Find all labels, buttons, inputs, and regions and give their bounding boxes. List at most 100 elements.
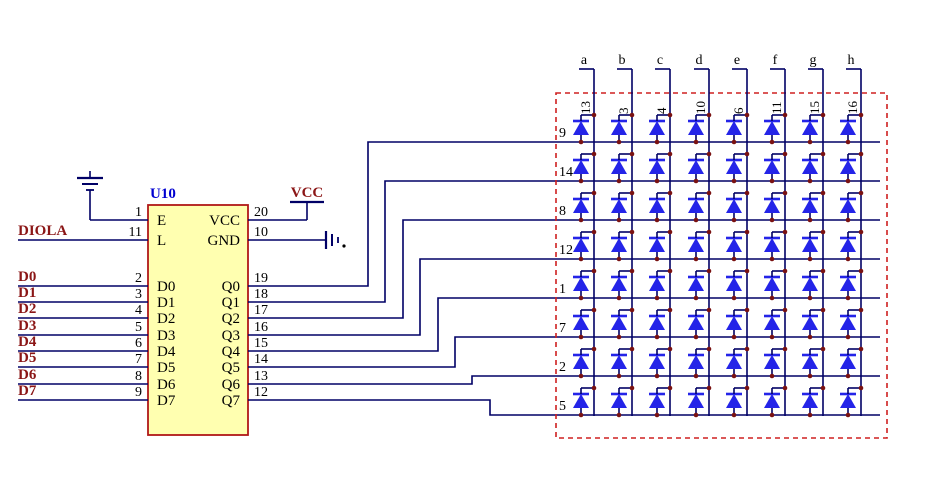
row-pin-number: 1	[559, 282, 566, 297]
led-r8-c6	[764, 394, 780, 408]
pin-number: 17	[254, 303, 268, 318]
led-r1-c2	[611, 121, 627, 135]
led-r3-c8	[840, 199, 856, 213]
junction-dot	[693, 373, 699, 379]
junction-dot	[706, 229, 712, 235]
col-label: b	[619, 53, 626, 68]
led-r8-c4	[688, 394, 704, 408]
junction-dot	[591, 151, 597, 157]
junction-dot	[731, 412, 737, 418]
led-r8-c7	[802, 394, 818, 408]
ic-pin-name: D3	[157, 328, 175, 344]
ic-pin-name: D6	[157, 377, 176, 393]
junction-dot	[693, 139, 699, 145]
col-label: g	[810, 53, 817, 68]
junction-dot	[667, 151, 673, 157]
junction-dot	[769, 139, 775, 145]
led-r5-c3	[649, 277, 665, 291]
junction-dot	[578, 217, 584, 223]
pin-number: 19	[254, 271, 268, 286]
junction-dot	[858, 268, 864, 274]
led-r3-c1	[573, 199, 589, 213]
led-r6-c1	[573, 316, 589, 330]
junction-dot	[578, 373, 584, 379]
led-r5-c4	[688, 277, 704, 291]
junction-dot	[654, 178, 660, 184]
led-r5-c2	[611, 277, 627, 291]
junction-dot	[654, 412, 660, 418]
ic-pin-name: Q6	[222, 377, 241, 393]
junction-dot	[782, 112, 788, 118]
led-r7-c4	[688, 355, 704, 369]
junction-dot	[858, 112, 864, 118]
junction-dot	[654, 295, 660, 301]
junction-dot	[629, 307, 635, 313]
junction-dot	[706, 268, 712, 274]
led-r2-c6	[764, 160, 780, 174]
junction-dot	[858, 151, 864, 157]
junction-dot	[654, 139, 660, 145]
col-label: f	[773, 53, 778, 68]
junction-dot	[807, 412, 813, 418]
junction-dot	[693, 217, 699, 223]
net-label: D3	[18, 318, 36, 334]
led-r1-c1	[573, 121, 589, 135]
junction-dot	[782, 268, 788, 274]
junction-dot	[807, 139, 813, 145]
col-label: h	[848, 53, 855, 68]
pin-number: 14	[254, 352, 268, 367]
pin-number: 16	[254, 320, 268, 335]
ic-refdes: U10	[150, 186, 176, 202]
junction-dot	[654, 334, 660, 340]
ic-pin-name: D7	[157, 393, 176, 409]
led-r2-c5	[726, 160, 742, 174]
pin-number: 4	[135, 303, 142, 318]
junction-dot	[629, 229, 635, 235]
net-label: D7	[18, 383, 37, 399]
junction-dot	[591, 112, 597, 118]
junction-dot	[845, 373, 851, 379]
ic-pin-name: Q3	[222, 328, 240, 344]
ic-pin-name: Q4	[222, 344, 241, 360]
junction-dot	[693, 256, 699, 262]
junction-dot	[744, 151, 750, 157]
junction-dot	[706, 151, 712, 157]
net-label: D4	[18, 334, 37, 350]
pin-number: 3	[135, 287, 142, 302]
junction-dot	[591, 307, 597, 313]
junction-dot	[629, 190, 635, 196]
led-r7-c8	[840, 355, 856, 369]
gnd-dot	[342, 244, 346, 248]
row-pin-number: 12	[559, 243, 573, 258]
junction-dot	[744, 229, 750, 235]
row-pin-number: 9	[559, 126, 566, 141]
junction-dot	[667, 268, 673, 274]
ic-pin-name: Q5	[222, 360, 240, 376]
pin-number: 8	[135, 369, 142, 384]
junction-dot	[591, 268, 597, 274]
led-r1-c7	[802, 121, 818, 135]
junction-dot	[845, 178, 851, 184]
q-net-Q3	[248, 258, 880, 336]
junction-dot	[807, 334, 813, 340]
pin-number: 11	[129, 225, 142, 240]
junction-dot	[629, 112, 635, 118]
junction-dot	[591, 385, 597, 391]
junction-dot	[667, 385, 673, 391]
ic-pin-name: Q1	[222, 295, 240, 311]
led-r6-c5	[726, 316, 742, 330]
led-r3-c3	[649, 199, 665, 213]
junction-dot	[629, 268, 635, 274]
row-pin-number: 5	[559, 399, 566, 414]
ic-pin-name: Q7	[222, 393, 241, 409]
led-r1-c4	[688, 121, 704, 135]
led-r7-c6	[764, 355, 780, 369]
col-label: d	[696, 53, 703, 68]
pin-number: 20	[254, 205, 268, 220]
led-r4-c8	[840, 238, 856, 252]
junction-dot	[616, 139, 622, 145]
junction-dot	[845, 412, 851, 418]
net-label: D0	[18, 269, 36, 285]
pin-number: 9	[135, 385, 142, 400]
junction-dot	[706, 112, 712, 118]
